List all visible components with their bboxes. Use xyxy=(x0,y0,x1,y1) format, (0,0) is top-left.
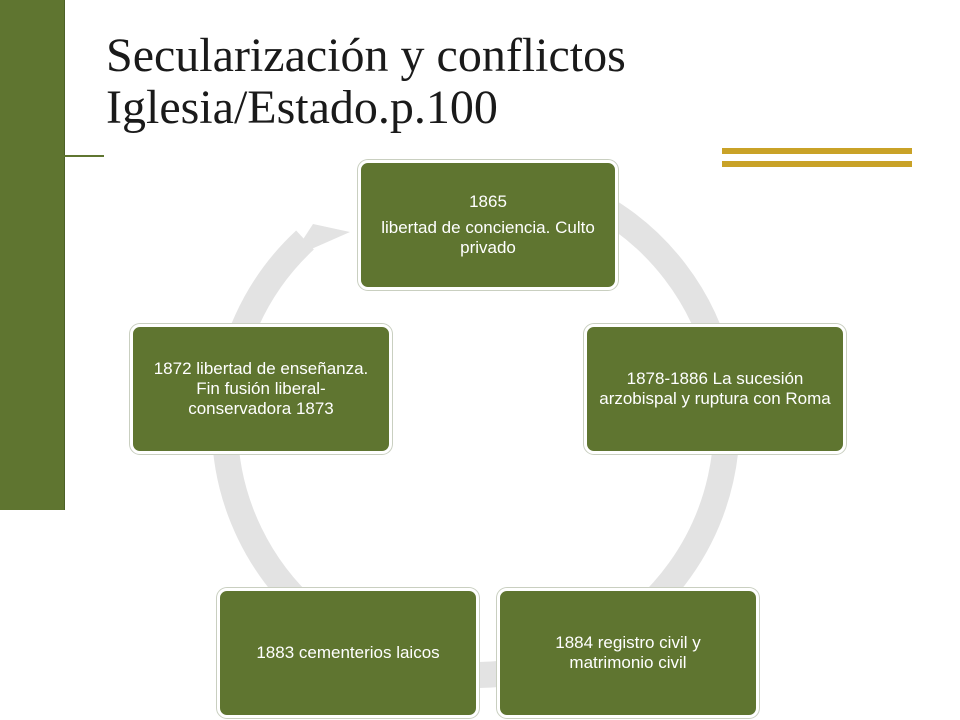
cycle-node-1872: 1872 libertad de enseñanza. Fin fusión l… xyxy=(130,324,392,454)
cycle-node-1878-1886: 1878-1886 La sucesión arzobispal y ruptu… xyxy=(584,324,846,454)
cycle-node-1872-text: 1872 libertad de enseñanza. Fin fusión l… xyxy=(153,359,369,418)
cycle-node-1865-text: libertad de conciencia. Culto privado xyxy=(381,218,595,257)
cycle-node-1865: 1865 libertad de conciencia. Culto priva… xyxy=(358,160,618,290)
left-accent-tick xyxy=(40,155,104,157)
cycle-node-1884: 1884 registro civil y matrimonio civil xyxy=(497,588,759,718)
cycle-arrow-head-icon xyxy=(291,224,350,258)
gold-rule-bottom xyxy=(722,161,912,167)
cycle-node-1883: 1883 cementerios laicos xyxy=(217,588,479,718)
cycle-node-1884-text: 1884 registro civil y matrimonio civil xyxy=(555,633,701,672)
slide-title-line-1: Secularización y conflictos xyxy=(106,29,626,82)
cycle-node-1883-text: 1883 cementerios laicos xyxy=(256,643,440,662)
gold-rule-top xyxy=(722,148,912,154)
left-accent-bar xyxy=(0,0,65,510)
slide-title: Secularización y conflictos Iglesia/Esta… xyxy=(106,30,746,134)
cycle-node-1865-year: 1865 xyxy=(469,192,507,211)
slide-title-line-2: Iglesia/Estado.p.100 xyxy=(106,81,498,134)
cycle-node-1878-1886-text: 1878-1886 La sucesión arzobispal y ruptu… xyxy=(599,369,831,408)
